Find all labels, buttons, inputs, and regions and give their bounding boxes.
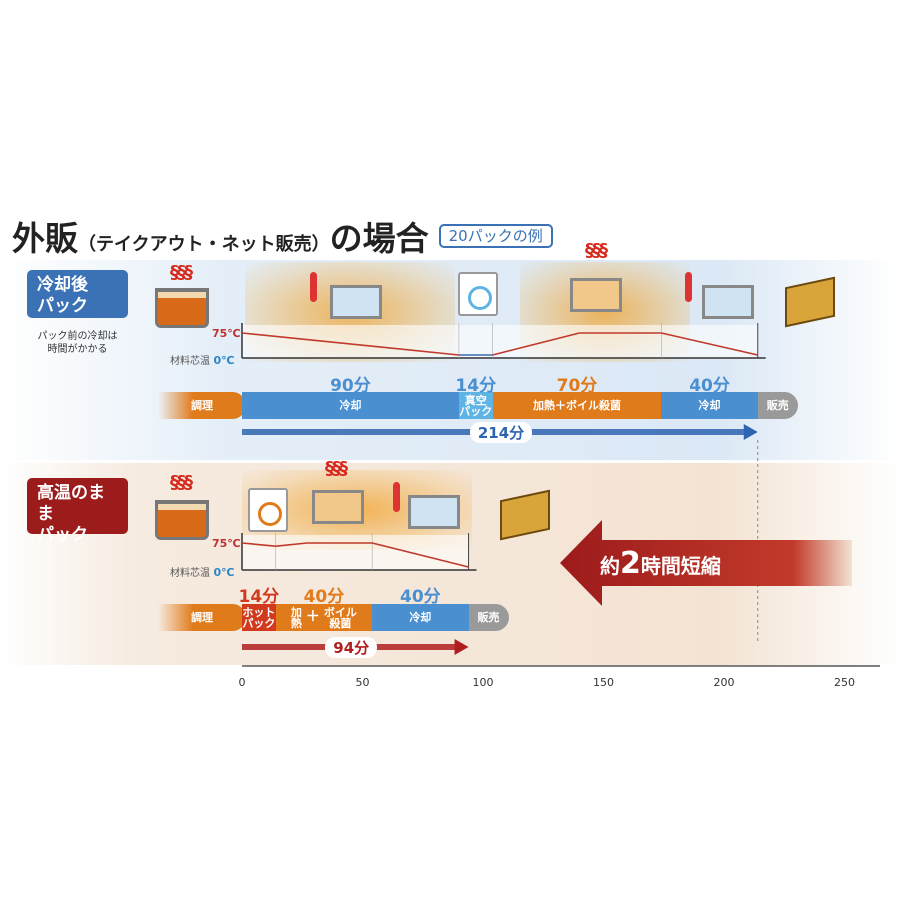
step-minutes: 14分 xyxy=(238,587,280,607)
temp-low-value: 0℃ xyxy=(213,354,235,367)
temperature-line-segment xyxy=(492,332,580,356)
title-main: 外販 xyxy=(12,219,78,258)
axis-tick-label: 250 xyxy=(834,676,855,689)
step-minutes: 14分 xyxy=(455,376,497,396)
total-arrow-head xyxy=(454,639,469,655)
cook-step: 調理 xyxy=(158,604,246,631)
process-step-heat: 加熱＋ボイル殺菌 xyxy=(275,604,373,631)
cooling-tank-icon xyxy=(330,285,382,319)
label-line: 冷却後 xyxy=(37,275,88,295)
label-line: パック xyxy=(37,296,88,316)
step-minutes: 70分 xyxy=(556,376,598,396)
before-note: パック前の冷却は時間がかかる xyxy=(20,330,135,356)
axis-tick-label: 50 xyxy=(355,676,370,689)
boil-pot-icon xyxy=(312,490,364,524)
temp-high-label: 75℃ xyxy=(212,537,241,550)
page-title: 外販（テイクアウト・ネット販売）の場合 xyxy=(12,212,429,260)
label-line: 高温のまま xyxy=(37,483,105,524)
sale-step: 販売 xyxy=(757,392,798,419)
cooling-tank-icon xyxy=(408,495,460,529)
total-time: 214分 xyxy=(469,422,533,443)
total-time: 94分 xyxy=(325,637,378,658)
after-label: 高温のままパック xyxy=(27,478,128,545)
thermometer-icon xyxy=(310,272,317,302)
step-label: ホットパック xyxy=(242,607,275,629)
example-badge: 20パックの例 xyxy=(438,224,553,248)
title-row: 外販（テイクアウト・ネット販売）の場合 20パックの例 xyxy=(12,212,553,260)
step-label-line: 真空 xyxy=(464,393,487,407)
process-step-pack: 真空パック xyxy=(458,392,493,419)
axis-tick-label: 0 xyxy=(238,676,246,689)
vacuum-pack-icon xyxy=(458,272,498,316)
step-minutes: 40分 xyxy=(689,376,730,396)
cook-step: 調理 xyxy=(158,392,246,419)
before-label: 冷却後パック xyxy=(27,270,128,318)
temperature-line-segment xyxy=(371,542,469,568)
hot-pack-icon xyxy=(248,488,288,532)
step-label: ボイル殺菌 xyxy=(323,605,357,630)
process-step-cool: 冷却 xyxy=(661,392,758,419)
step-minutes: 90分 xyxy=(330,376,371,396)
step-label-line: パック xyxy=(459,404,493,418)
temp-low-label: 材料芯温 0℃ xyxy=(170,564,234,579)
cooking-pot-icon xyxy=(155,500,209,540)
core-temp-caption: 材料芯温 xyxy=(170,568,210,579)
axis-tick-label: 150 xyxy=(593,676,614,689)
temp-high-label: 75℃ xyxy=(212,327,241,340)
title-suffix: の場合 xyxy=(329,219,429,258)
shortening-arrow xyxy=(560,520,852,606)
note-line: 時間がかかる xyxy=(47,344,108,355)
steam-icon: §§§ xyxy=(170,472,193,493)
process-step-cool: 冷却 xyxy=(372,604,469,631)
process-step-hotpack: ホットパック xyxy=(242,604,276,631)
temperature-line-segment xyxy=(241,542,276,547)
step-minutes: 40分 xyxy=(303,587,345,607)
thermometer-icon xyxy=(685,272,692,302)
callout-number: 2 xyxy=(620,546,641,581)
cooling-tank-icon xyxy=(702,285,754,319)
temp-chart-area xyxy=(242,535,469,570)
callout-suffix: 時間短縮 xyxy=(640,554,721,578)
cooking-pot-icon xyxy=(155,288,209,328)
note-line: パック前の冷却は xyxy=(37,331,118,342)
title-paren: （テイクアウト・ネット販売） xyxy=(78,234,330,255)
axis-tick-label: 100 xyxy=(472,676,494,689)
thermometer-icon xyxy=(393,482,400,512)
step-label: 真空パック xyxy=(459,395,492,417)
steam-icon: §§§ xyxy=(585,240,608,261)
boil-pot-icon xyxy=(570,278,622,312)
shortening-callout: 約2時間短縮 xyxy=(600,546,721,581)
step-minutes: 40分 xyxy=(399,587,441,607)
callout-prefix: 約 xyxy=(600,554,620,578)
steam-icon: §§§ xyxy=(170,262,193,283)
temperature-line-segment xyxy=(241,332,459,356)
process-step-heat: 加熱＋ボイル殺菌 xyxy=(492,392,662,419)
step-label-line: パック xyxy=(242,616,276,630)
temperature-line-segment xyxy=(275,542,308,547)
total-arrow-head xyxy=(743,424,758,440)
sale-step: 販売 xyxy=(468,604,509,631)
plus: ＋ xyxy=(305,609,320,625)
temperature-line-segment xyxy=(661,332,758,356)
temp-low-label: 材料芯温 0℃ xyxy=(170,352,234,367)
step-label: 加熱 xyxy=(290,605,302,630)
axis-tick-label: 200 xyxy=(713,676,735,689)
temp-low-value: 0℃ xyxy=(213,566,235,579)
steam-icon: §§§ xyxy=(325,458,348,479)
core-temp-caption: 材料芯温 xyxy=(170,356,210,367)
process-step-cool: 冷却 xyxy=(242,392,459,419)
step-label-line: ホット xyxy=(242,605,276,619)
label-line: パック xyxy=(37,525,88,545)
